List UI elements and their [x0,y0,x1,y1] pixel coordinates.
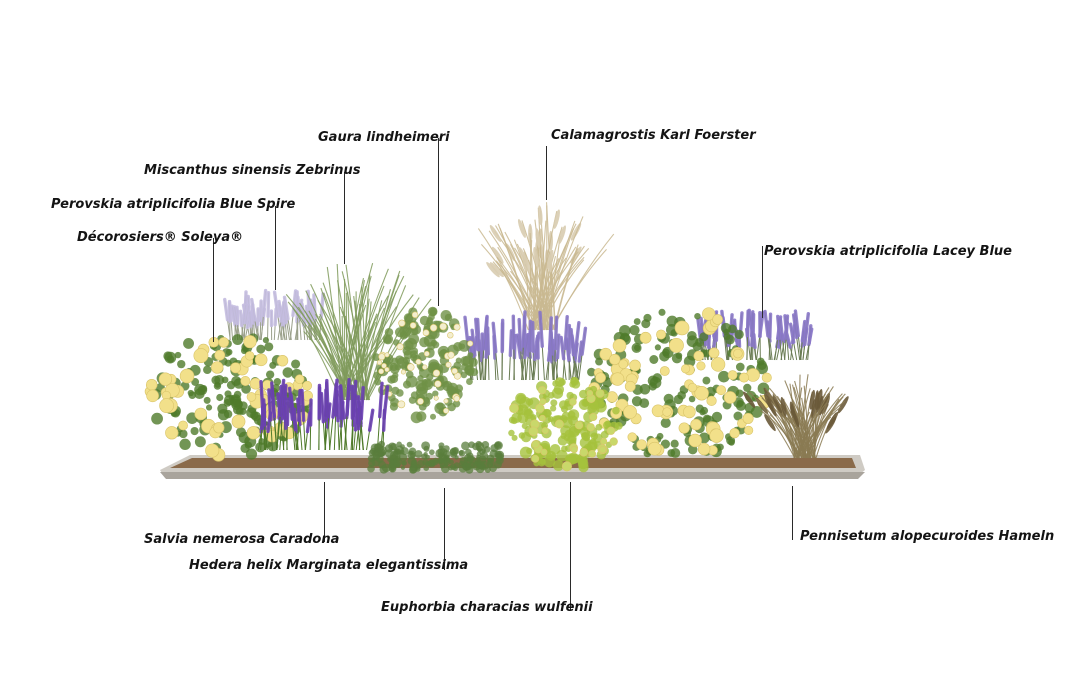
plant-perovskia-centre [463,310,588,381]
leader-line-calamagrostis [546,146,548,200]
leader-line-perovskia-lacey-blue [762,246,764,318]
leader-line-miscanthus [344,172,346,264]
label-hedera: Hedera helix Marginata elegantissima [189,558,469,573]
leader-line-gaura [438,138,440,306]
label-euphorbia: Euphorbia characias wulfenii [381,600,593,615]
label-pennisetum: Pennisetum alopecuroides Hameln [800,529,1055,544]
label-perovskia-blue-spire: Perovskia atriplicifolia Blue Spire [51,197,296,212]
plant-salvia [257,378,390,451]
leader-line-decorosiers [213,238,215,342]
label-calamagrostis: Calamagrostis Karl Foerster [551,128,756,143]
plant-rose-left [144,333,313,462]
plant-pennisetum [743,374,849,459]
leader-line-hedera [444,488,446,570]
label-perovskia-lacey-blue: Perovskia atriplicifolia Lacey Blue [764,244,1012,259]
leader-line-salvia [324,482,326,542]
label-miscanthus: Miscanthus sinensis Zebrinus [144,163,361,178]
label-salvia: Salvia nemerosa Caradona [144,532,340,547]
plants-group [144,202,849,474]
plant-hedera [367,440,505,474]
plant-gaura [372,306,479,424]
label-gaura: Gaura lindheimeri [318,130,450,145]
label-decorosiers: Décorosiers® Soleya® [77,230,244,245]
plant-euphorbia [508,376,623,473]
plant-perovskia-blue-spire [223,288,325,341]
leader-line-perovskia-blue-spire [275,206,277,290]
leader-line-euphorbia [570,482,572,610]
planter-tray [160,455,865,479]
plant-calamagrostis [477,202,615,331]
plant-rose-right [587,307,772,458]
leader-line-pennisetum [792,486,794,540]
